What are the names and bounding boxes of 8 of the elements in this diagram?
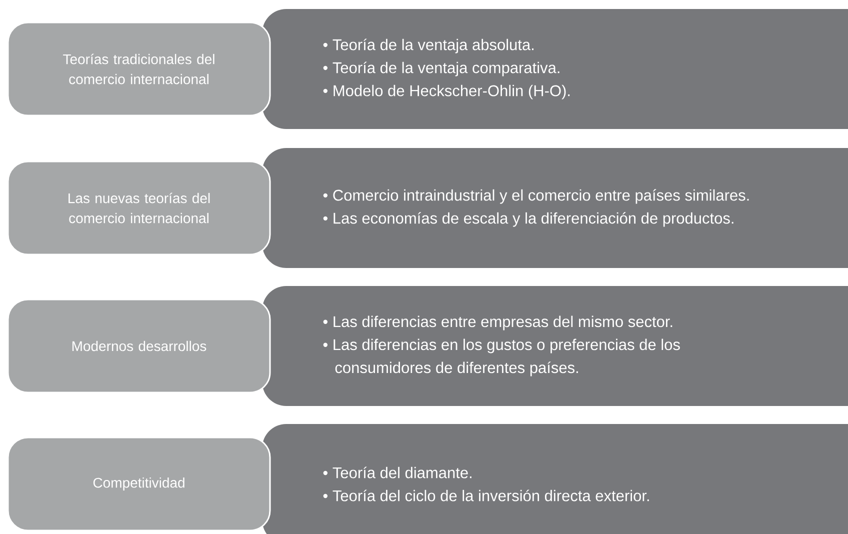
content-box: • Teoría del diamante. • Teoría del ciclo de la inversión directa exterior.	[262, 424, 848, 534]
category-box: Modernos desarrollos	[7, 298, 271, 394]
category-box: Teorías tradicionales del comercio internacional	[7, 22, 271, 116]
content-box: • Las diferencias entre empresas del mismo sector. • Las diferencias en los gustos o preferencias de los consumidores de diferentes países.	[262, 286, 848, 406]
content-box: • Comercio intraindustrial y el comercio entre países similares. • Las economías de escala y la diferenciación de productos.	[262, 148, 848, 268]
category-box: Competitividad	[7, 436, 271, 532]
content-box: • Teoría de la ventaja absoluta. • Teoría de la ventaja comparativa. • Modelo de Heckscher-Ohlin (H-O).	[262, 8, 848, 129]
category-box: Las nuevas teorías del comercio internacional	[7, 160, 271, 256]
